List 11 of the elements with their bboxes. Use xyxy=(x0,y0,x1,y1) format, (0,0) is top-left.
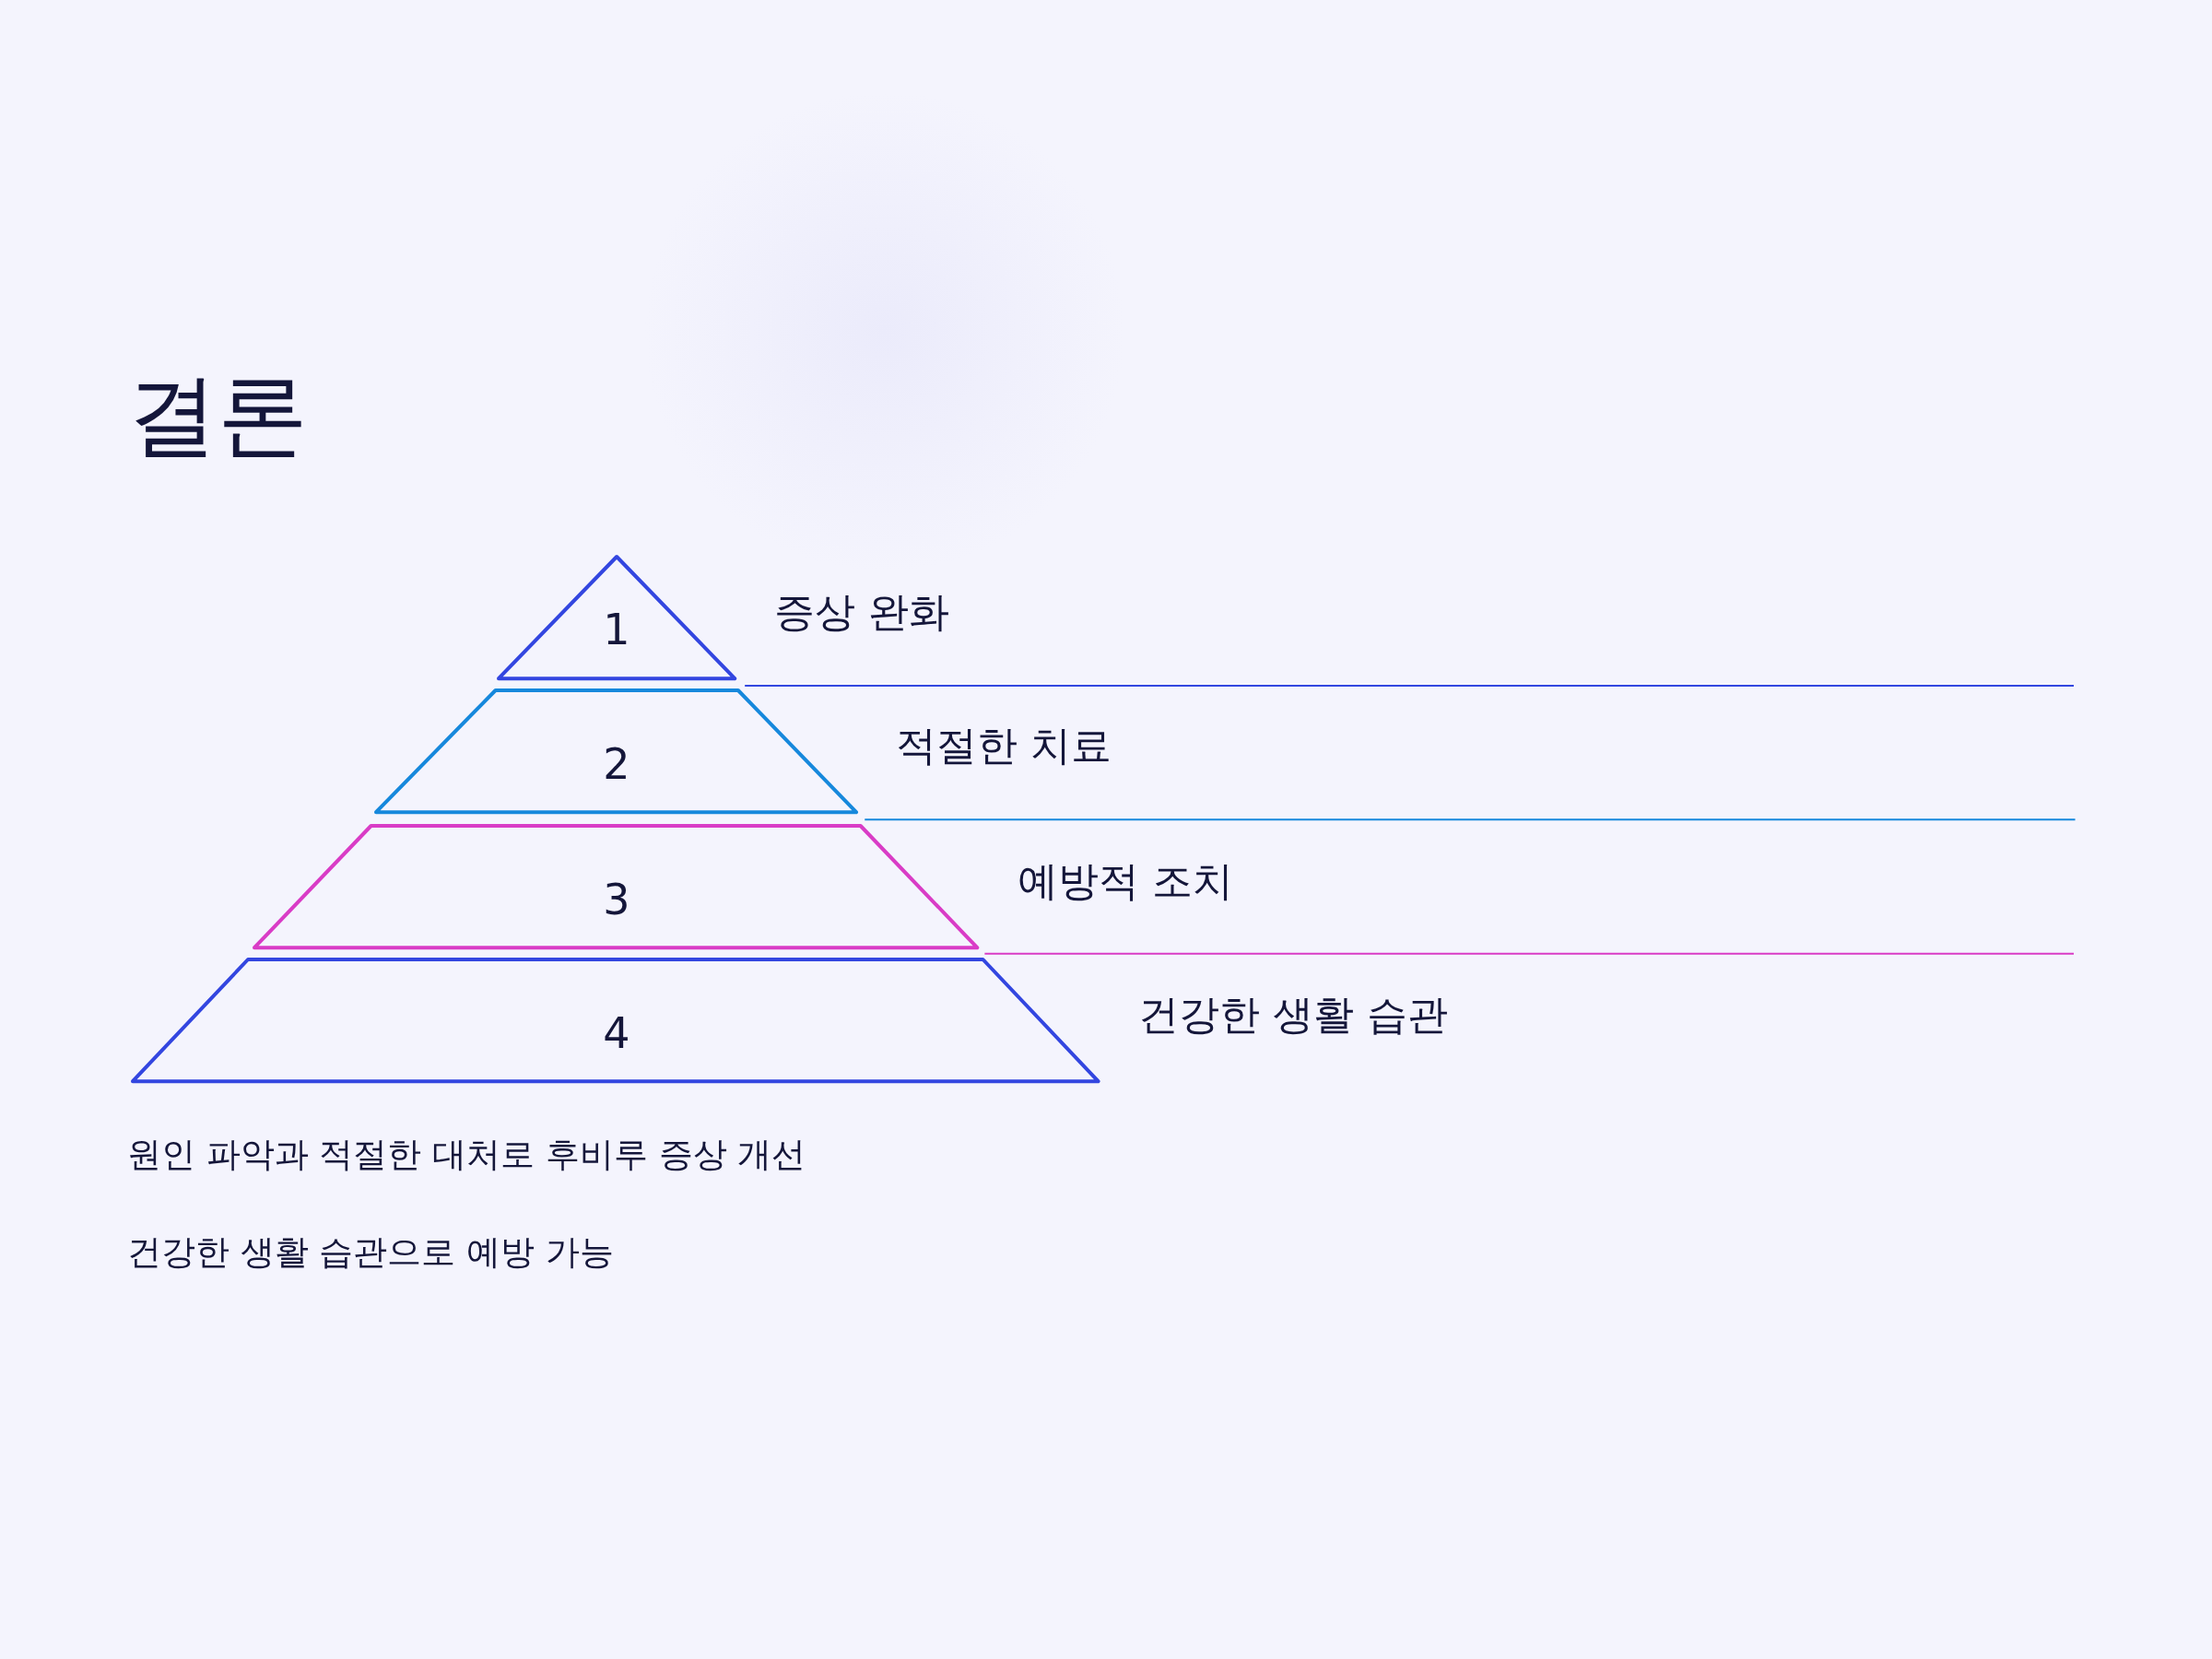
tier-number: 2 xyxy=(603,742,630,785)
tier-label: 증상 완화 xyxy=(774,591,950,632)
tier-number: 3 xyxy=(603,877,630,921)
tier-label: 적절한 치료 xyxy=(895,725,1112,767)
tier-number: 1 xyxy=(603,608,630,652)
note-text: 원인 파악과 적절한 대처로 후비루 증상 개선 xyxy=(126,1136,806,1171)
title: 결론 xyxy=(126,370,308,460)
tier-label: 건강한 생활 습관 xyxy=(1138,994,1449,1036)
tier-number: 4 xyxy=(603,1012,630,1054)
note-text: 건강한 생활 습관으로 예방 가능 xyxy=(126,1234,614,1269)
tier-label: 예방적 조치 xyxy=(1017,861,1233,901)
